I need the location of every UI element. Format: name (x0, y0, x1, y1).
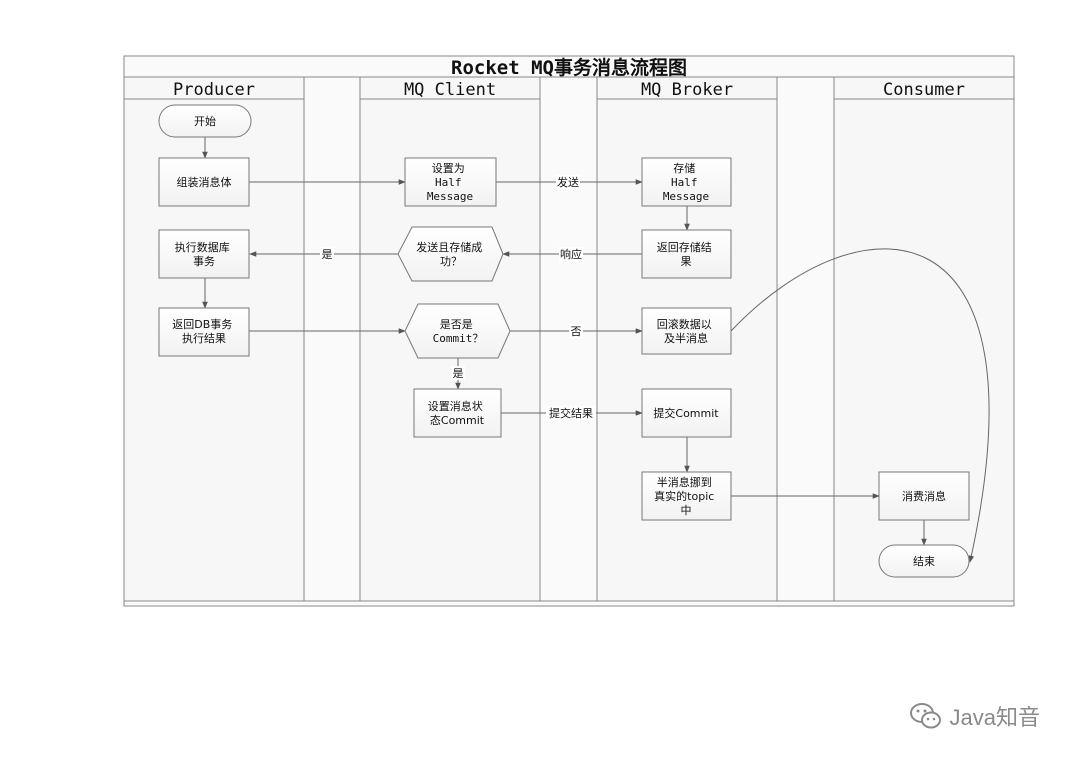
edge-label-no: 否 (571, 325, 582, 338)
node-return-db (158, 307, 250, 357)
node-submit-commit (641, 388, 732, 438)
node-label-consume: 消费消息 (902, 489, 946, 503)
node-label-submit-commit: 提交Commit (653, 406, 719, 420)
diagram-title: Rocket MQ事务消息流程图 (451, 56, 687, 79)
wechat-icon (909, 703, 941, 729)
node-move-half (641, 471, 732, 521)
node-consume (878, 471, 970, 521)
node-label-store-half: 存储 Half Message (663, 161, 709, 203)
node-label-send-ok: 发送且存储成 功？ (416, 240, 486, 268)
edge-rollback-to-end (730, 248, 990, 563)
node-label-is-commit: 是否是 Commit？ (433, 318, 484, 345)
node-return-store (641, 229, 732, 279)
node-label-set-half: 设置为 Half Message (427, 162, 473, 203)
edge-label-send: 发送 (557, 175, 579, 189)
node-label-return-db: 返回DB事务 执行结果 (172, 318, 236, 345)
node-label-exec-db: 执行数据库 事务 (175, 240, 234, 268)
node-start (158, 104, 252, 138)
node-label-end: 结束 (913, 555, 935, 568)
node-label-move-half: 半消息挪到 真实的topic 中 (654, 475, 718, 517)
node-assemble (158, 157, 250, 207)
watermark-text: Java知音 (949, 705, 1040, 730)
node-label-rollback: 回滚数据以 及半消息 (657, 317, 716, 345)
node-label-start: 开始 (194, 114, 216, 128)
node-is-commit (404, 303, 511, 359)
lane-title-mq-broker: MQ Broker (641, 80, 733, 100)
node-label-assemble: 组装消息体 (177, 175, 232, 189)
edge-label-respond: 响应 (560, 247, 582, 261)
lane-title-producer: Producer (173, 80, 255, 100)
node-end (878, 544, 970, 578)
watermark: Java知音 (908, 700, 1040, 732)
lane-title-consumer: Consumer (883, 80, 965, 100)
node-label-return-store: 返回存储结 果 (657, 240, 716, 268)
lane-title-mq-client: MQ Client (404, 80, 496, 100)
edge-label-submit-result: 提交结果 (549, 406, 593, 420)
edge-label-yes-left: 是 (322, 248, 333, 261)
node-exec-db (158, 229, 250, 279)
node-set-half (404, 157, 497, 207)
node-send-ok (397, 226, 504, 282)
node-set-commit (413, 388, 502, 438)
node-store-half (641, 157, 732, 207)
node-rollback (641, 307, 732, 355)
edge-label-yes-down: 是 (453, 367, 464, 380)
node-label-set-commit: 设置消息状 态Commit (428, 399, 487, 427)
